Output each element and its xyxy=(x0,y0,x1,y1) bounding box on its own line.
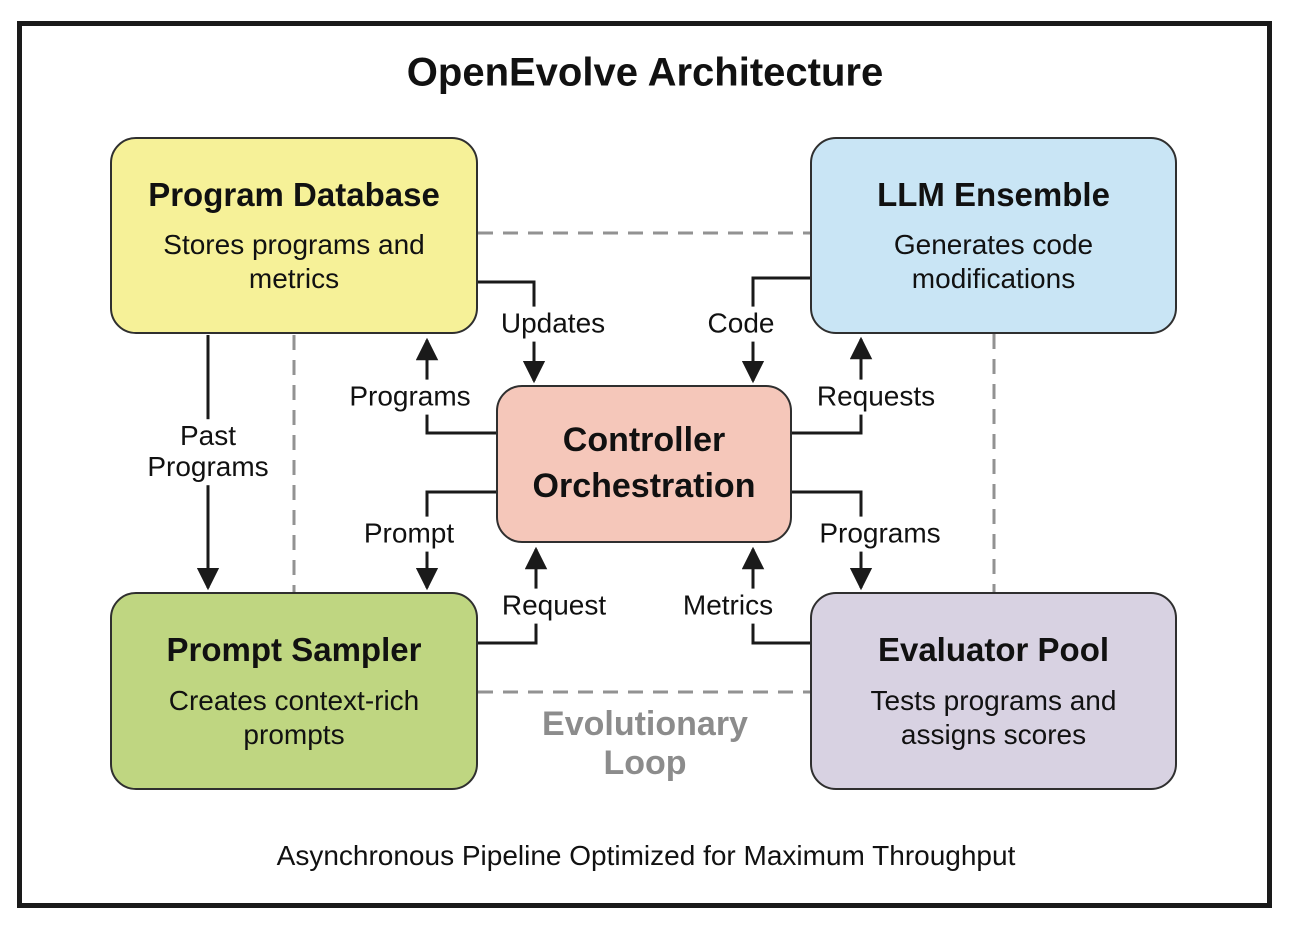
program-database-title: Program Database xyxy=(148,175,440,213)
code-label: Code xyxy=(701,306,781,342)
evolutionary-loop-label: Evolutionary Loop xyxy=(542,704,748,782)
prompt-sampler-box: Prompt Sampler Creates context-rich prom… xyxy=(110,592,478,790)
prompt-label: Prompt xyxy=(357,516,461,552)
prompt-sampler-title: Prompt Sampler xyxy=(166,631,422,669)
program-database-subtitle: Stores programs and metrics xyxy=(163,229,425,295)
bottom-caption: Asynchronous Pipeline Optimized for Maxi… xyxy=(276,840,1016,871)
llm-ensemble-subtitle: Generates code modifications xyxy=(893,229,1094,295)
llm-ensemble-box: LLM Ensemble Generates code modification… xyxy=(810,137,1177,334)
diagram-title: OpenEvolve Architecture xyxy=(406,50,884,95)
past-programs-label: Past Programs xyxy=(133,419,283,485)
program-database-box: Program Database Stores programs and met… xyxy=(110,137,478,334)
controller-orchestration-box: Controller Orchestration xyxy=(496,385,792,543)
prompt-sampler-subtitle: Creates context-rich prompts xyxy=(168,684,420,750)
evaluator-pool-box: Evaluator Pool Tests programs and assign… xyxy=(810,592,1177,790)
controller-orchestration-title: Controller Orchestration xyxy=(532,421,756,505)
requests-label: Requests xyxy=(810,379,942,415)
evaluator-pool-title: Evaluator Pool xyxy=(877,631,1110,669)
evaluator-pool-subtitle: Tests programs and assigns scores xyxy=(870,684,1117,750)
metrics-label: Metrics xyxy=(676,588,780,624)
programs-to-evaluator-label: Programs xyxy=(813,516,947,552)
llm-ensemble-title: LLM Ensemble xyxy=(877,175,1110,213)
programs-to-database-label: Programs xyxy=(343,379,477,415)
request-label: Request xyxy=(495,588,613,624)
updates-label: Updates xyxy=(494,306,612,342)
